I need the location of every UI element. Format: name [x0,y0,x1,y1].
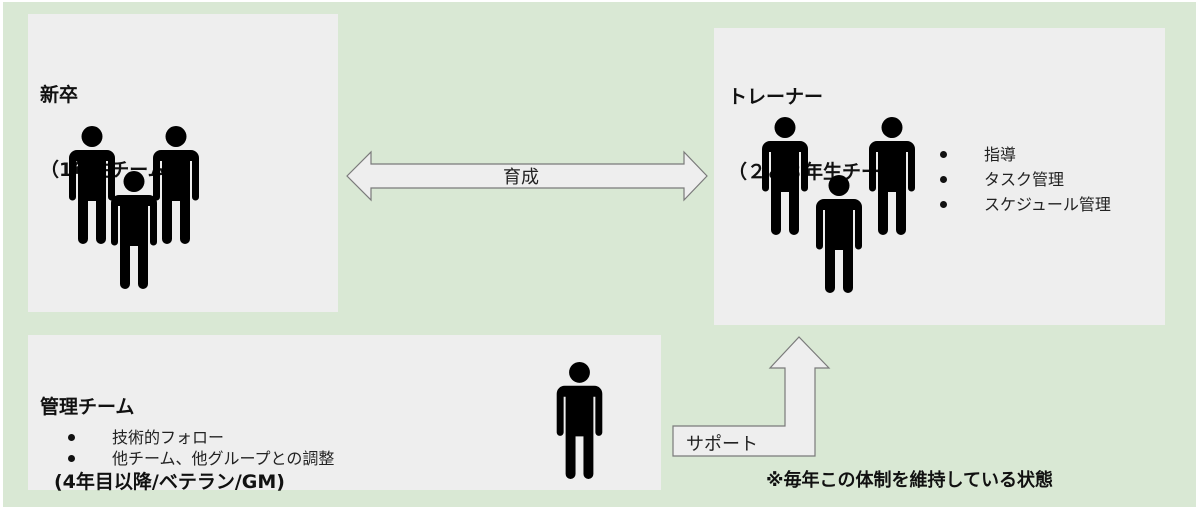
person-icon [111,171,157,289]
person-icon [153,126,199,244]
management-title-line1: 管理チーム [40,396,135,418]
bullet-icon [68,434,75,441]
bullet-icon [68,455,75,462]
person-icon [69,126,115,244]
management-title-line2: (4年目以降/ベテラン/GM) [54,471,285,493]
trainer-duty-item: スケジュール管理 [940,192,1111,217]
newgrad-title-line1: 新卒 [40,84,79,106]
double-arrow-icon [346,150,708,202]
training-arrow-label: 育成 [503,167,539,188]
bullet-icon [940,201,947,208]
management-team-box: 管理チーム (4年目以降/ベテラン/GM) 技術的フォロー 他チーム、他グループ… [28,335,661,493]
person-icon [762,117,808,235]
support-arrow-label: サポート [686,434,758,455]
trainer-duty-item: タスク管理 [940,167,1111,192]
person-icon [556,362,603,479]
footnote: ※毎年この体制を維持している状態 [766,470,1053,491]
trainer-title-line1: トレーナー [728,86,824,108]
bullet-icon [940,176,947,183]
bent-up-arrow-icon [672,336,831,457]
management-duty-item: 他チーム、他グループとの調整 [68,448,334,469]
bullet-icon [940,151,947,158]
management-duty-item: 技術的フォロー [68,427,334,448]
management-title: 管理チーム (4年目以降/ベテラン/GM) [40,345,285,510]
management-duties-list: 技術的フォロー 他チーム、他グループとの調整 [68,427,334,469]
trainer-duties-list: 指導 タスク管理 スケジュール管理 [940,142,1111,217]
person-icon [816,175,862,293]
trainer-duty-item: 指導 [940,142,1111,167]
person-icon [869,117,915,235]
